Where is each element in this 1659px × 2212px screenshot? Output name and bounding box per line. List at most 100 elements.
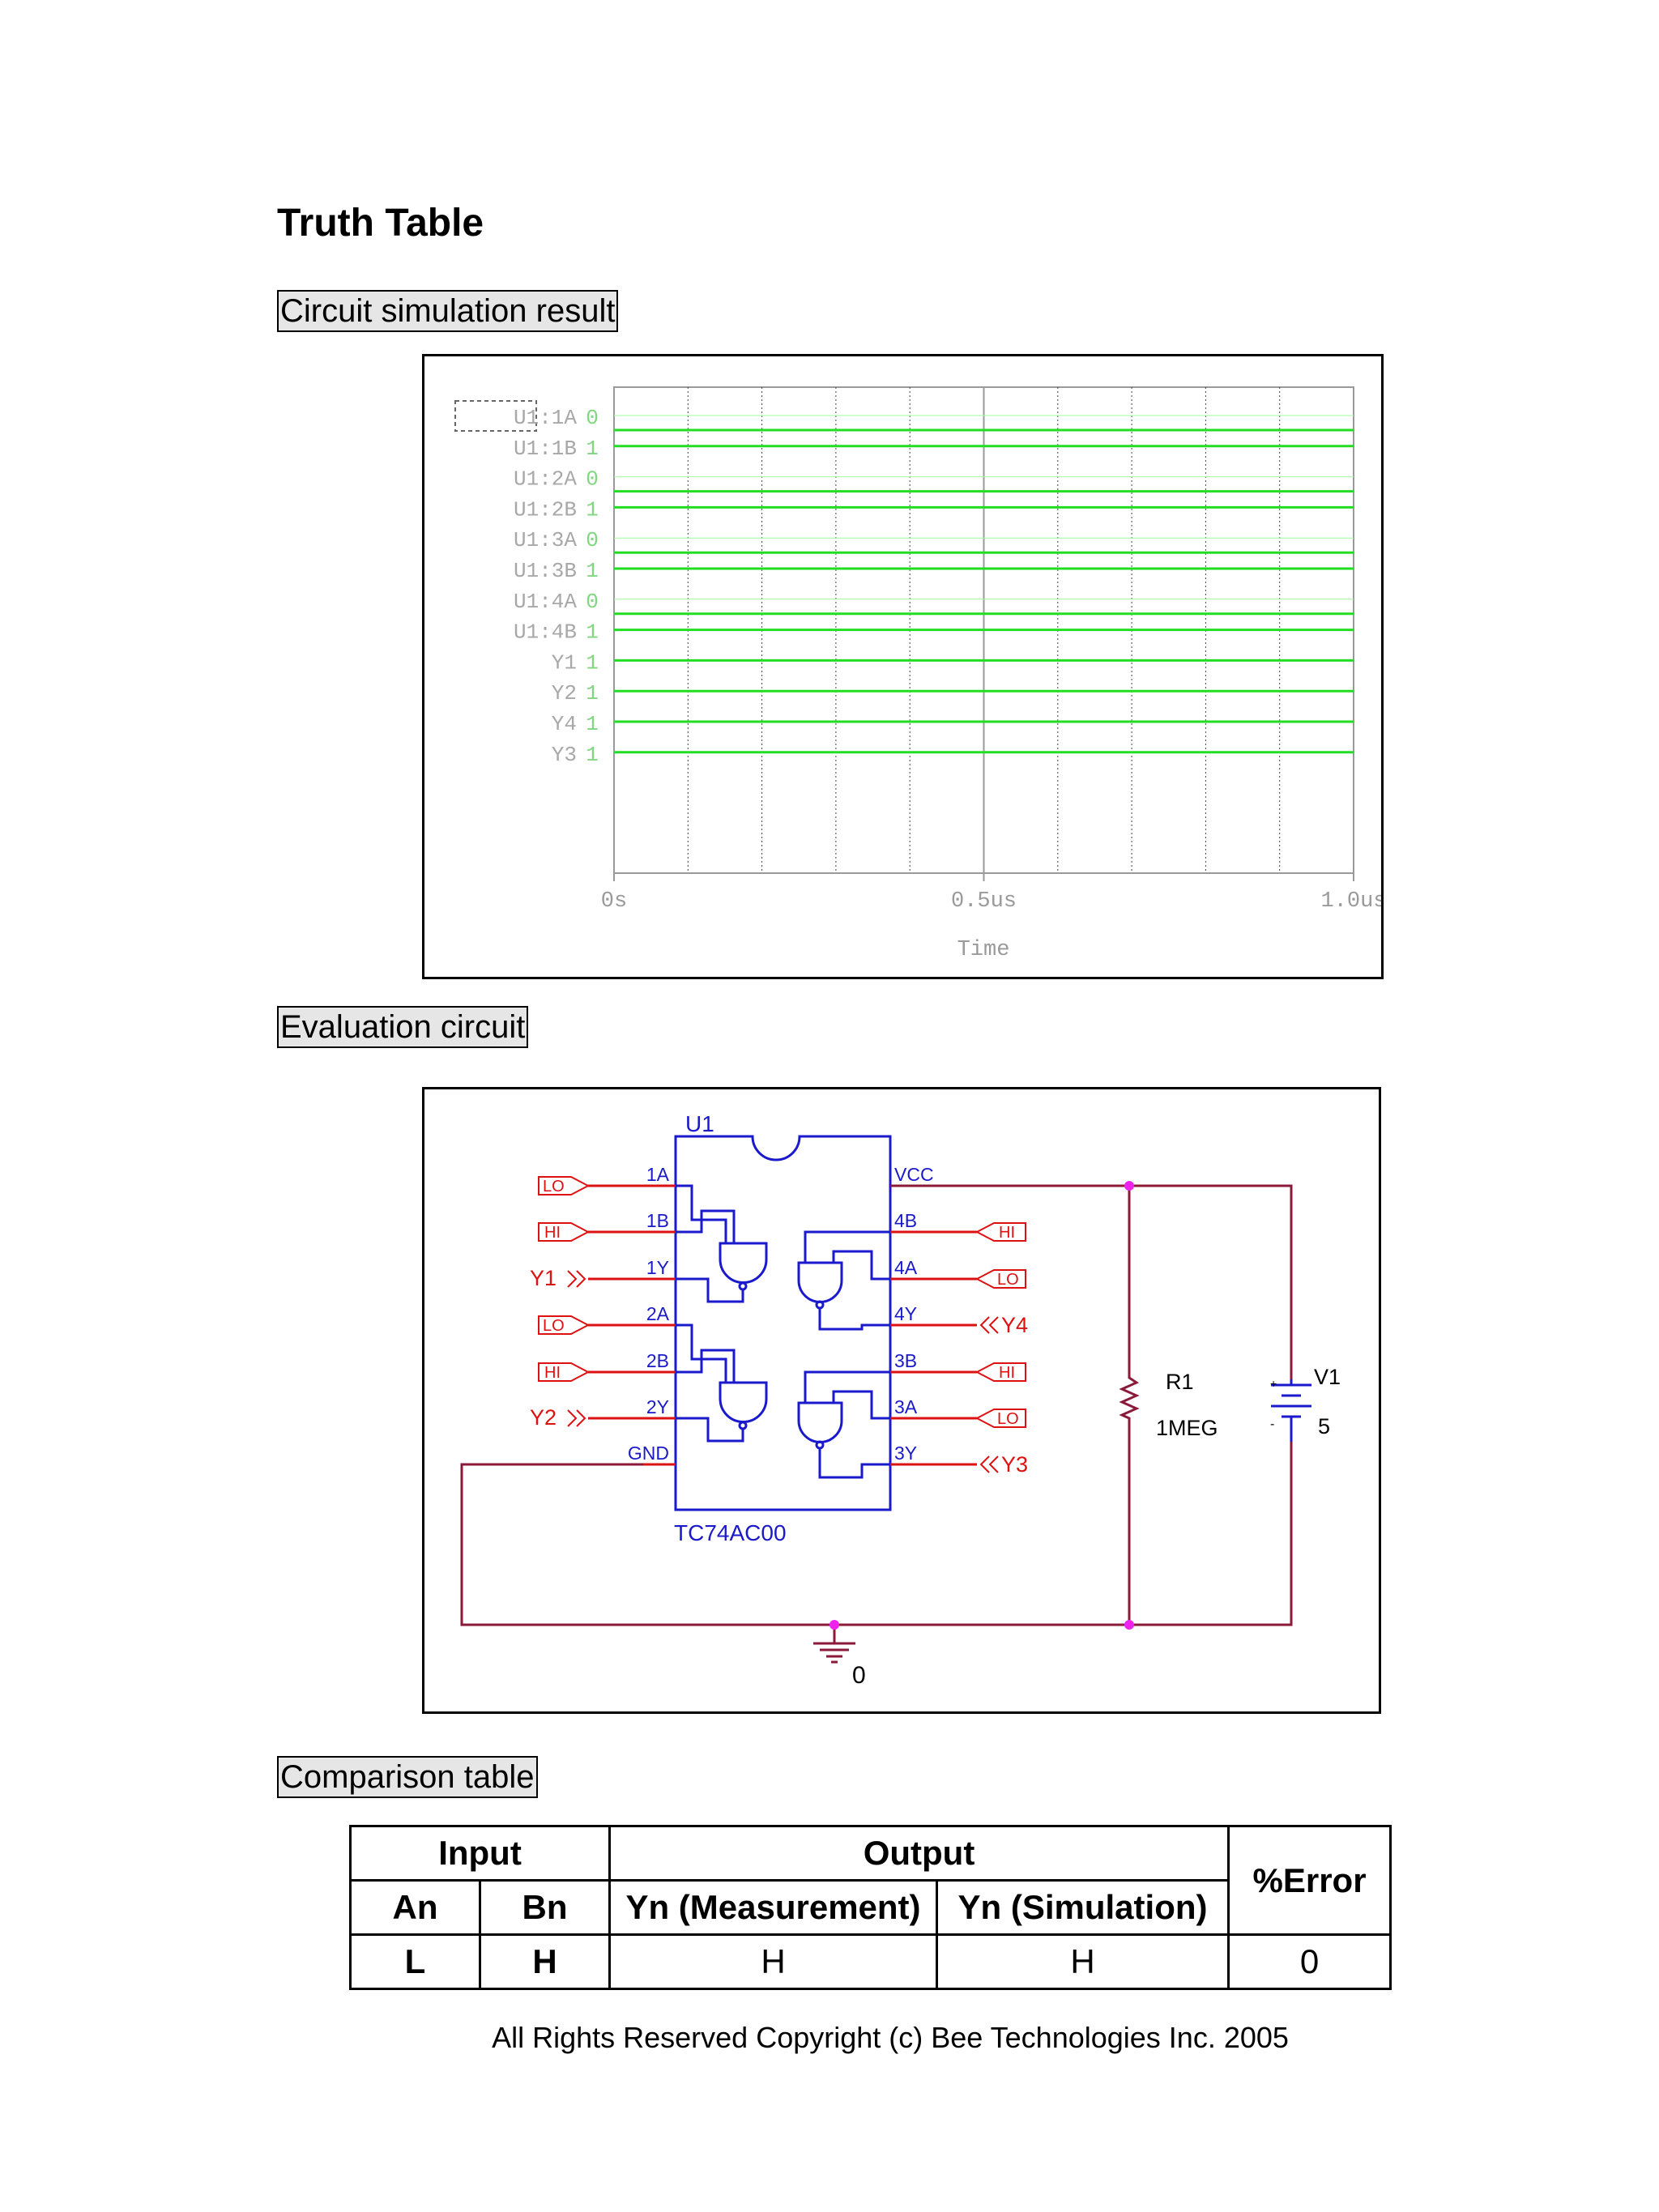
ic-ref: U1 — [685, 1111, 714, 1136]
header-yn-measurement: Yn (Measurement) — [608, 1879, 938, 1936]
svg-text:HI: HI — [999, 1224, 1015, 1242]
signal-label: U1:4A — [514, 590, 577, 614]
signal-label: U1:1A — [514, 406, 577, 430]
pin-3a: 3A — [894, 1396, 918, 1417]
port-2a-lo: LO — [538, 1315, 591, 1335]
x-axis-label: Time — [957, 938, 1010, 962]
signal-label: Y1 — [552, 650, 577, 675]
header-output: Output — [608, 1825, 1230, 1882]
x-tick-label: 0.5us — [951, 889, 1017, 914]
pin-4a: 4A — [894, 1257, 918, 1278]
comparison-table: Input Output %Error An Bn Yn (Measuremen… — [349, 1825, 1392, 1990]
svg-text:+: + — [1270, 1377, 1277, 1390]
port-y2: Y2 — [530, 1405, 586, 1430]
waveform-traces — [614, 415, 1354, 754]
ic-u1: U1 TC74AC00 — [674, 1111, 892, 1545]
cell-an: L — [349, 1933, 481, 1990]
signal-label: Y3 — [552, 743, 577, 767]
header-an: An — [349, 1879, 481, 1936]
svg-text:R1: R1 — [1166, 1370, 1194, 1394]
port-1b-hi: HI — [538, 1222, 591, 1242]
svg-text:HI: HI — [544, 1364, 561, 1382]
signal-value: 1 — [586, 650, 599, 675]
svg-text:HI: HI — [544, 1224, 561, 1242]
signal-value: 0 — [586, 406, 599, 430]
power-wiring — [460, 1184, 1293, 1643]
pin-1b: 1B — [646, 1210, 669, 1231]
port-y1: Y1 — [530, 1266, 586, 1290]
port-3a-lo: LO — [975, 1409, 1026, 1428]
port-2b-hi: HI — [538, 1362, 591, 1382]
svg-text:LO: LO — [543, 1178, 565, 1196]
evaluation-circuit-frame: U1 TC74AC00 1A 1B 1Y 2A 2B 2Y GND VCC 4B… — [422, 1087, 1381, 1714]
signal-value: 1 — [586, 559, 599, 583]
page-title: Truth Table — [277, 202, 484, 245]
pin-1a: 1A — [646, 1164, 670, 1185]
signal-label: U1:3B — [514, 559, 577, 583]
copyright-footer: All Rights Reserved Copyright (c) Bee Te… — [0, 2021, 1659, 2055]
pin-2y: 2Y — [646, 1396, 669, 1417]
header-input: Input — [349, 1825, 611, 1882]
x-tick-label: 1.0us — [1320, 889, 1381, 914]
signal-value: 0 — [586, 467, 599, 492]
signal-label: U1:2A — [514, 467, 577, 492]
port-3b-hi: HI — [975, 1362, 1026, 1382]
svg-text:Y2: Y2 — [530, 1405, 557, 1430]
header-yn-simulation: Yn (Simulation) — [935, 1879, 1230, 1936]
signal-label: U1:2B — [514, 497, 577, 522]
signal-value: 1 — [586, 620, 599, 645]
signal-label: U1:1B — [514, 437, 577, 461]
schematic: U1 TC74AC00 1A 1B 1Y 2A 2B 2Y GND VCC 4B… — [460, 1111, 1341, 1689]
signal-value: 1 — [586, 743, 599, 767]
ic-body — [674, 1135, 892, 1511]
nand-gates — [676, 1184, 890, 1479]
svg-text:LO: LO — [997, 1410, 1019, 1428]
signal-label: Y4 — [552, 712, 577, 736]
svg-text:5: 5 — [1318, 1414, 1330, 1438]
signal-value: 1 — [586, 681, 599, 705]
signal-value: 0 — [586, 590, 599, 614]
svg-text:HI: HI — [999, 1364, 1015, 1382]
port-1a-lo: LO — [538, 1176, 591, 1196]
signal-label: U1:4B — [514, 620, 577, 645]
cell-error: 0 — [1227, 1933, 1392, 1990]
header-error: %Error — [1227, 1825, 1392, 1936]
signal-value: 1 — [586, 712, 599, 736]
pin-1y: 1Y — [646, 1257, 669, 1278]
pin-gnd: GND — [628, 1443, 669, 1464]
pin-4y: 4Y — [894, 1303, 917, 1324]
port-4b-hi: HI — [975, 1222, 1026, 1242]
signal-value: 1 — [586, 437, 599, 461]
pin-2a: 2A — [646, 1303, 670, 1324]
pin-3b: 3B — [894, 1350, 917, 1371]
svg-text:0: 0 — [852, 1662, 866, 1689]
ground-symbol: 0 — [813, 1642, 866, 1689]
pin-vcc: VCC — [894, 1164, 934, 1185]
ic-part: TC74AC00 — [674, 1520, 787, 1545]
waveform-x-ticks: 0s 0.5us 1.0us — [601, 873, 1387, 914]
header-bn: Bn — [479, 1879, 611, 1936]
svg-text:1MEG: 1MEG — [1156, 1416, 1218, 1440]
pin-4b: 4B — [894, 1210, 917, 1231]
svg-text:Y4: Y4 — [1001, 1313, 1028, 1337]
copyright-text: All Rights Reserved Copyright (c) Bee Te… — [492, 2021, 1289, 2054]
svg-text:-: - — [1270, 1417, 1274, 1431]
section-comparison-label: Comparison table — [277, 1756, 538, 1798]
signal-value: 1 — [586, 497, 599, 522]
source-v1: + - V1 5 — [1270, 1365, 1341, 1442]
resistor-r1: R1 1MEG — [1119, 1370, 1218, 1440]
x-tick-label: 0s — [601, 889, 627, 914]
section-simulation-label: Circuit simulation result — [277, 290, 619, 332]
svg-text:LO: LO — [997, 1271, 1019, 1289]
pin-2b: 2B — [646, 1350, 669, 1371]
junction-nodes — [830, 1181, 1134, 1630]
signal-label: U1:3A — [514, 528, 577, 552]
svg-text:Y1: Y1 — [530, 1266, 557, 1290]
svg-text:V1: V1 — [1314, 1365, 1341, 1389]
signal-value: 0 — [586, 528, 599, 552]
svg-text:Y3: Y3 — [1001, 1452, 1028, 1477]
pin-3y: 3Y — [894, 1443, 917, 1464]
cell-yn-simulation: H — [935, 1933, 1230, 1990]
